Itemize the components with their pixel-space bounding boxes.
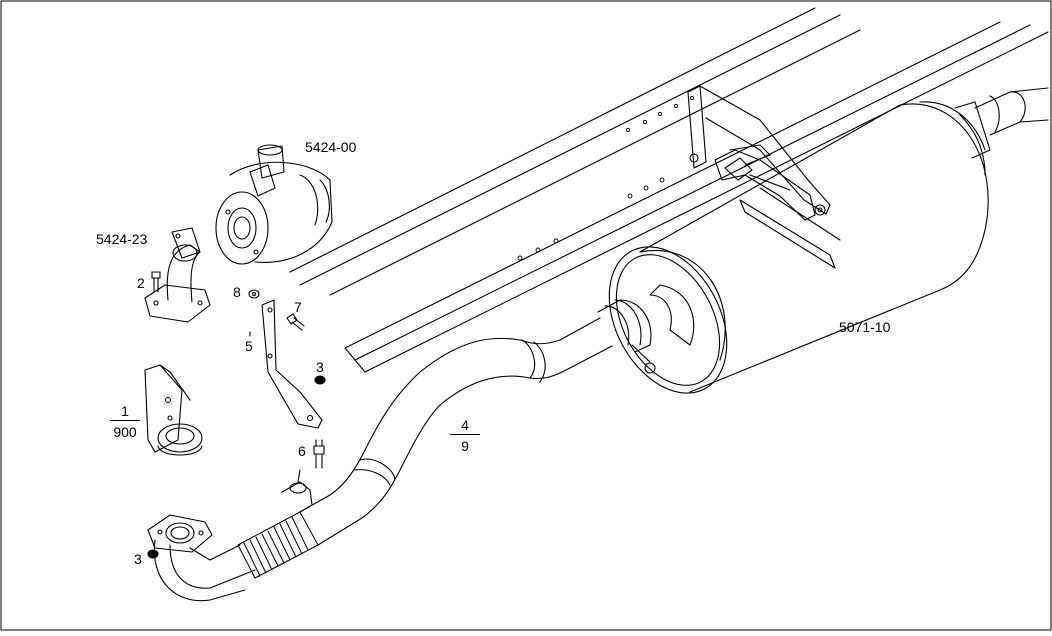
- bracket-5: [261, 299, 323, 429]
- nut-3-upper: [314, 375, 326, 385]
- label-bolt-2: 2: [137, 275, 145, 291]
- bracket-fraction-bottom: 900: [113, 424, 137, 440]
- pipe-support-clamp: [281, 469, 313, 513]
- silencer-inlet-flange: [597, 299, 656, 374]
- bracket-fraction-top: 1: [121, 403, 129, 419]
- pipe-fraction-bottom: 9: [461, 438, 469, 454]
- fraction-bar: [110, 420, 140, 421]
- bracket-assembly: [144, 364, 203, 456]
- chassis-frame-rail: [289, 7, 1049, 373]
- label-nut-8: 8: [233, 284, 241, 300]
- nut-8: [248, 289, 260, 299]
- pipe-inlet-flange: [147, 514, 213, 553]
- label-nut-3-upper: 3: [316, 359, 324, 375]
- exhaust-pipe: [153, 317, 613, 602]
- silencer-mounting-bracket: [687, 85, 831, 221]
- flex-bellows: [237, 511, 319, 579]
- pipe-fraction-top: 4: [461, 417, 469, 433]
- label-bracket-5: 5: [245, 338, 253, 354]
- turbo-housing: [215, 144, 333, 265]
- label-bracket-assy-fraction: 1 900: [110, 403, 140, 440]
- bolt-7: [286, 313, 305, 331]
- nut-3-lower: [147, 549, 159, 559]
- label-turbo-housing: 5424-00: [305, 139, 357, 155]
- fraction-bar: [450, 434, 480, 435]
- label-pipe-fraction: 4 9: [450, 417, 480, 454]
- exhaust-elbow: [144, 227, 211, 323]
- label-exhaust-elbow: 5424-23: [96, 231, 148, 247]
- bolt-2: [151, 271, 161, 293]
- label-bolt-7: 7: [294, 299, 302, 315]
- label-silencer: 5071-10: [839, 319, 891, 335]
- silencer-body: [608, 87, 1049, 394]
- label-nut-3-lower: 3: [134, 551, 142, 567]
- stud-6: [313, 439, 325, 469]
- label-stud-6: 6: [298, 443, 306, 459]
